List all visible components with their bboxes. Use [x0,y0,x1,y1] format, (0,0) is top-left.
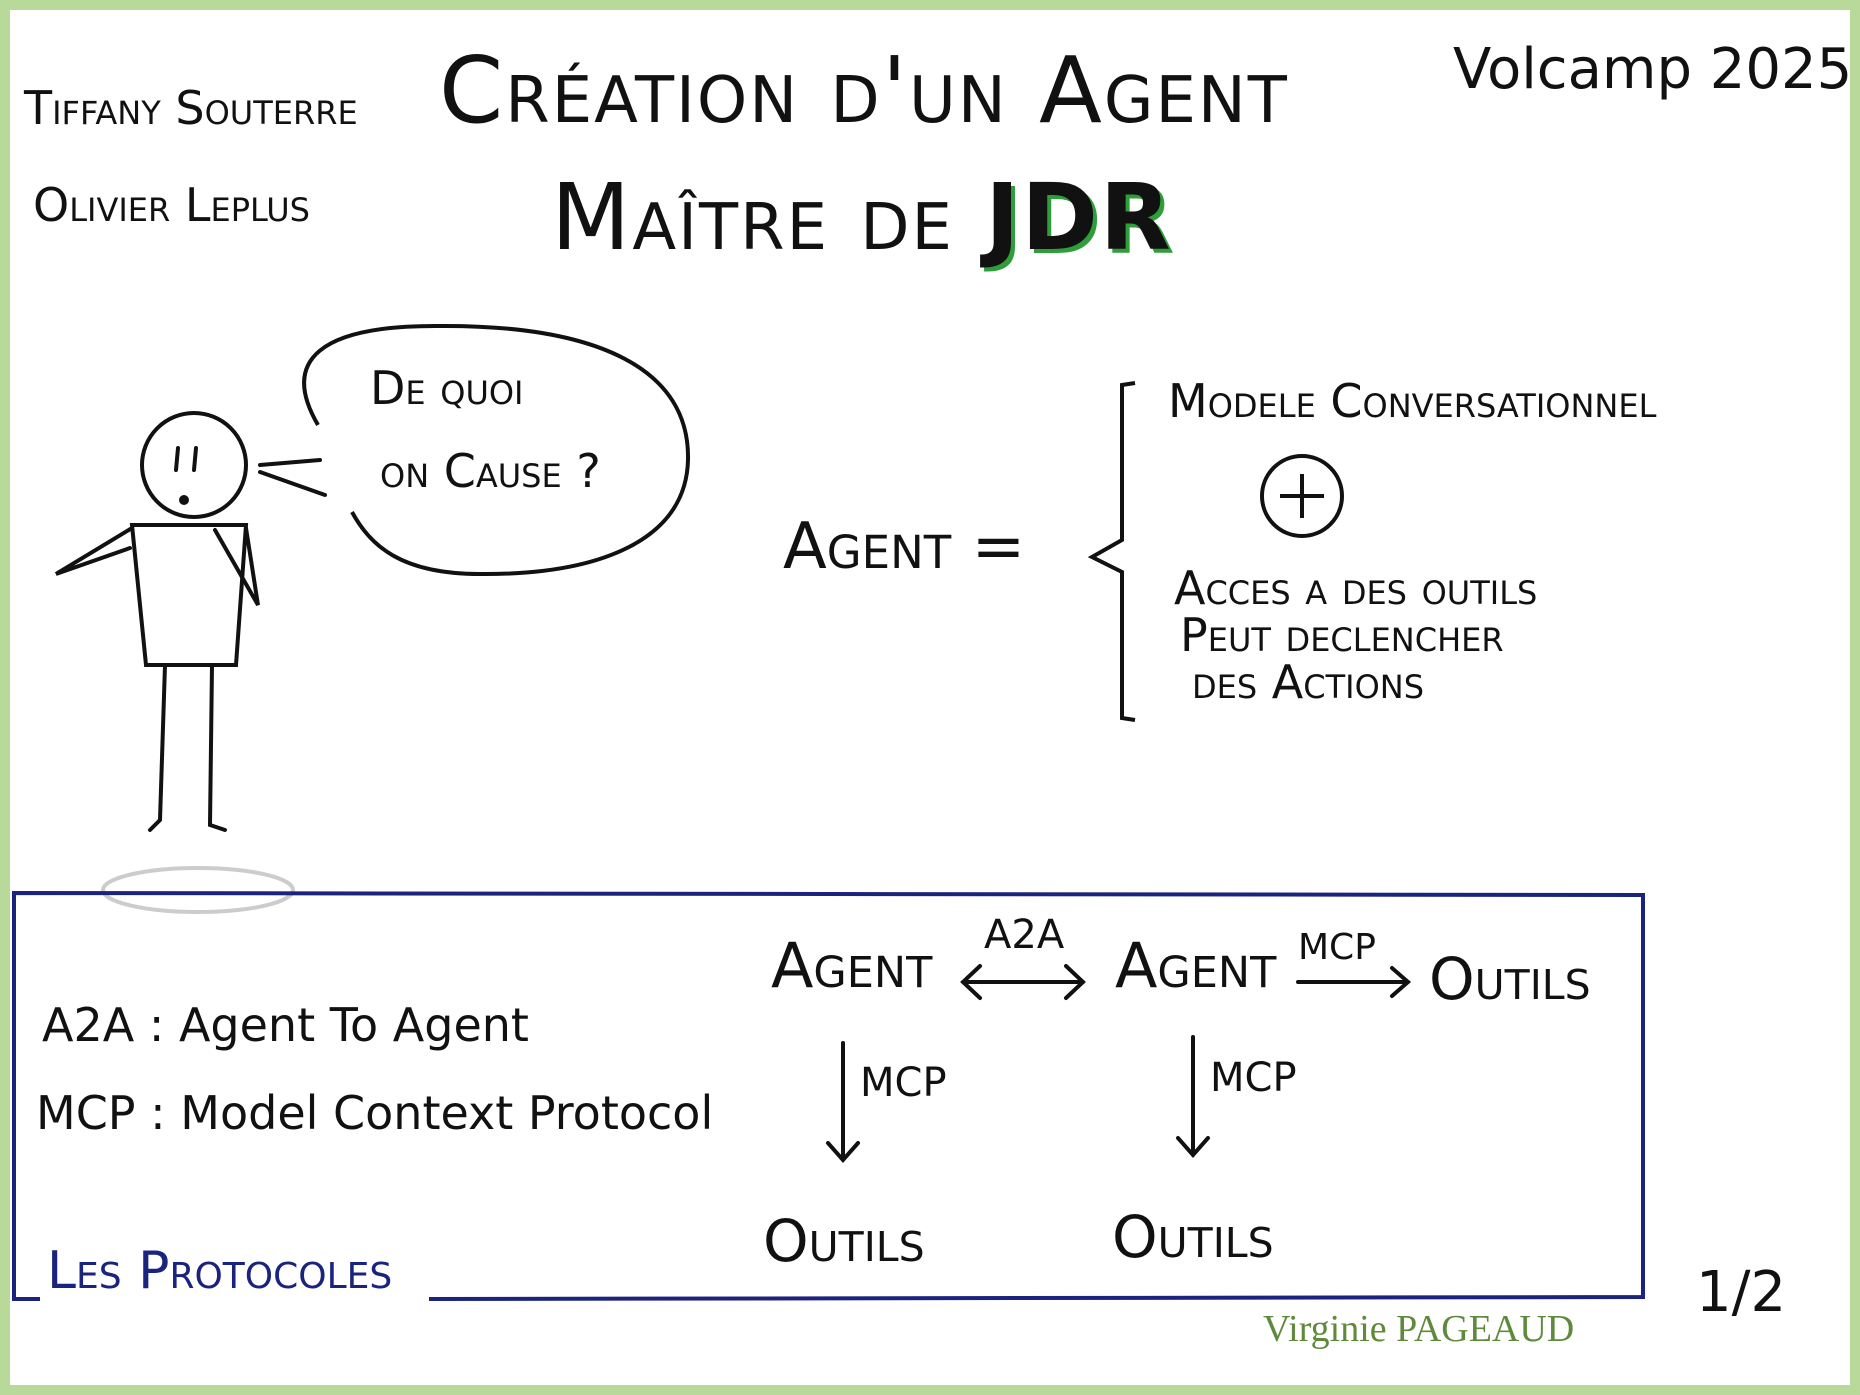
agent-equals: Agent = [783,510,1026,584]
definition-item-1: Modele Conversationnel [1168,374,1657,428]
mcp-label-down-1: MCP [860,1060,947,1106]
mcp-arrow-down-1 [826,1041,860,1164]
speech-lines [258,458,327,497]
agent-node-1: Agent [771,929,933,1002]
mcp-label-right: MCP [1298,927,1376,968]
tools-node-1: Outils [763,1207,925,1275]
stick-figure [54,411,327,914]
legend-mcp: MCP : Model Context Protocol [36,1086,714,1140]
tools-node-right: Outils [1429,945,1591,1013]
section-title-protocols: Les Protocoles [47,1241,393,1301]
author-1: Tiffany Souterre [24,81,358,135]
agent-node-2: Agent [1115,929,1277,1002]
title-prefix: Maître de [551,164,986,271]
legend-a2a: A2A : Agent To Agent [42,998,529,1052]
mcp-label-down-2: MCP [1210,1055,1297,1101]
a2a-label: A2A [984,912,1065,958]
title-line-2: Maître de JDR [551,172,1173,264]
protocol-box [12,890,1645,1301]
a2a-arrow [960,964,1086,1000]
signature: Virginie PAGEAUD [1263,1308,1575,1350]
title-jdr: JDR [985,164,1173,271]
author-2: Olivier Leplus [33,178,310,232]
definition-item-2-line-2: Peut declencher [1180,608,1504,662]
title-line-1: Création d'un Agent [439,37,1289,144]
plus-circle [1260,454,1344,538]
definition-item-2-line-1: Acces a des outils [1174,561,1538,615]
tools-node-2: Outils [1112,1203,1274,1271]
mcp-arrow-down-2 [1176,1035,1210,1159]
page-number: 1/2 [1696,1260,1787,1325]
definition-item-2-line-3: des Actions [1192,655,1425,709]
mcp-arrow-right [1296,966,1412,998]
floor-shadow [101,866,295,914]
sketchnote-sheet [10,10,1850,1385]
brace [1087,381,1136,722]
bubble-line-2: on Cause ? [380,444,601,498]
speech-bubble [302,323,691,577]
bubble-line-1: De quoi [370,361,524,415]
event-name: Volcamp 2025 [1453,37,1853,102]
